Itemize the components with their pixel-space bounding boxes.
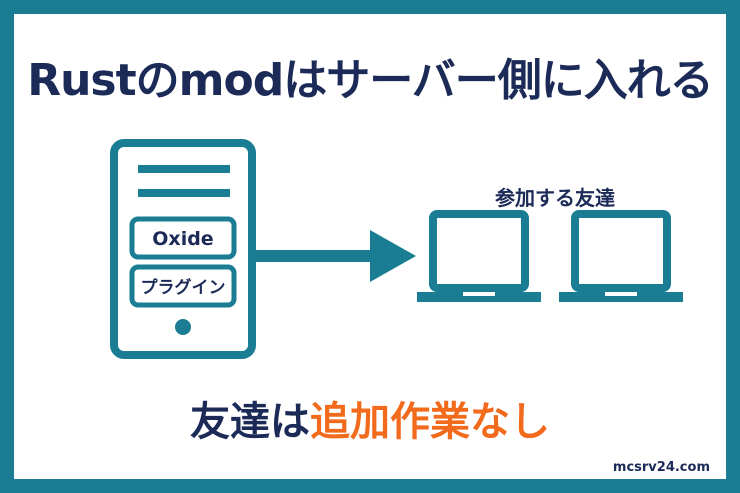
laptop-icon xyxy=(417,210,541,302)
page-title: Rustのmodはサーバー側に入れる xyxy=(27,55,714,106)
bottom-message: 友達は追加作業なし xyxy=(14,389,726,447)
module-box-plugin xyxy=(129,264,237,308)
server-icon: Oxide プラグイン xyxy=(110,139,256,359)
arrow-right-icon xyxy=(248,230,416,282)
laptop-icon xyxy=(559,210,683,302)
site-url: mcsrv24.com xyxy=(612,460,710,475)
module-label-oxide: Oxide xyxy=(152,228,213,250)
participants-label: 参加する友達 xyxy=(495,186,615,210)
diagram-canvas: Rustのmodはサーバー側に入れる Oxide プラグイン 参加する友達 友達… xyxy=(14,14,726,479)
power-button-icon xyxy=(175,319,191,335)
module-box-oxide xyxy=(129,216,237,260)
bottom-message-part2: 追加作業なし xyxy=(310,399,550,445)
module-label-plugin: プラグイン xyxy=(141,277,226,298)
bottom-message-part1: 友達は xyxy=(190,399,310,445)
